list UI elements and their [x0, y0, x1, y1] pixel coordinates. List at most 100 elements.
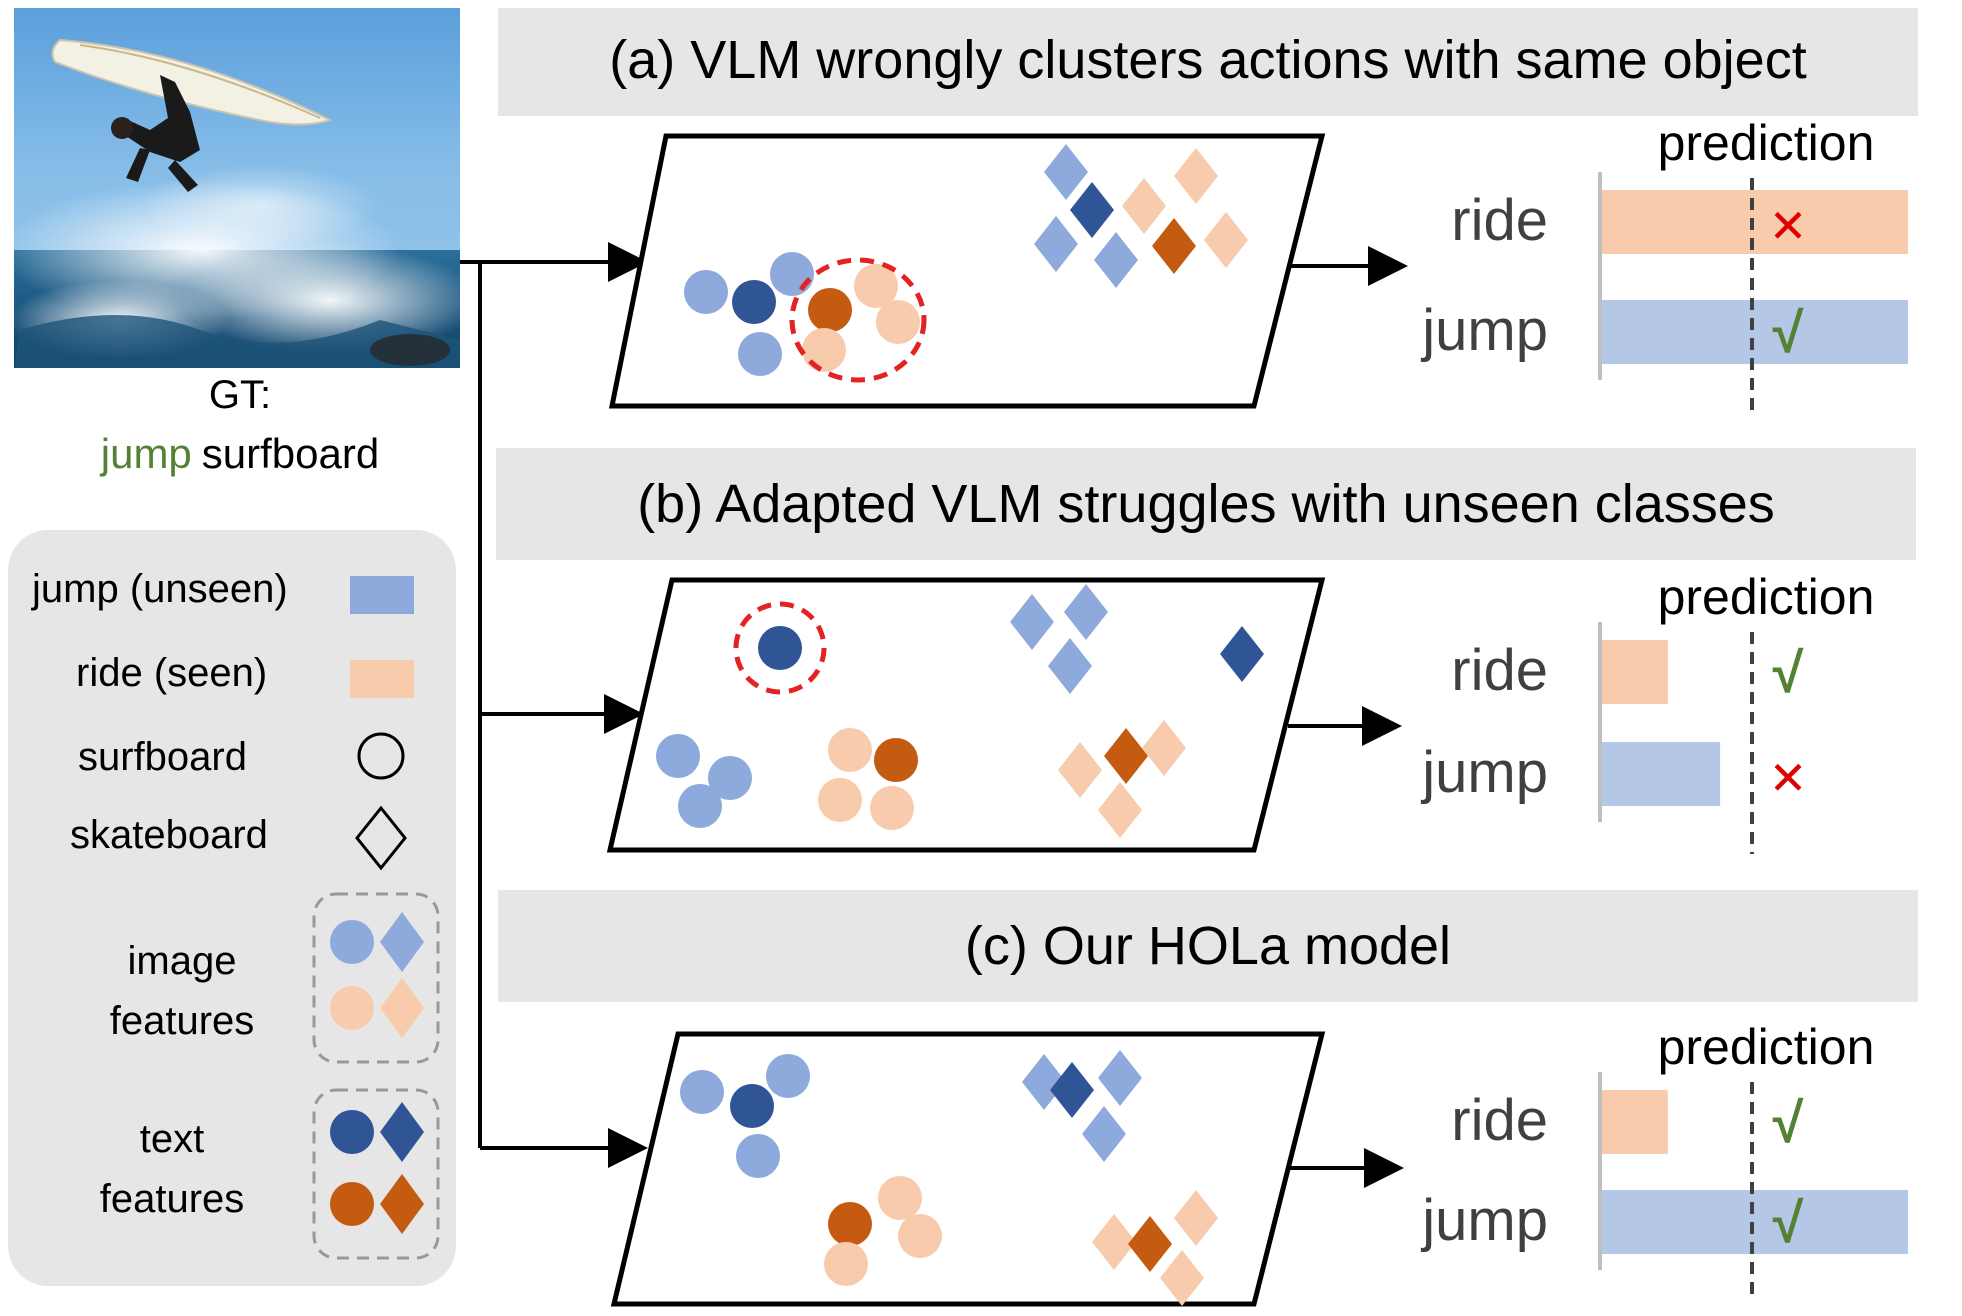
ride-text-diamond	[1128, 1216, 1172, 1272]
prediction-row-label: ride	[1451, 1088, 1548, 1153]
check-icon: √	[1773, 301, 1804, 364]
ride-image-circle	[898, 1214, 942, 1258]
prediction-bar-ride	[1600, 640, 1668, 704]
image-jump-circle	[330, 920, 374, 964]
ride-image-circle	[802, 328, 846, 372]
check-icon: √	[1773, 641, 1804, 704]
ride-image-diamond	[1204, 212, 1248, 268]
jump-image-diamond	[1010, 594, 1054, 650]
text-jump-circle	[330, 1110, 374, 1154]
ride-image-diamond	[1098, 782, 1142, 838]
jump-text-circle	[732, 280, 776, 324]
jump-image-circle	[738, 332, 782, 376]
jump-image-circle	[680, 1070, 724, 1114]
legend-text-features-line2: features	[100, 1177, 245, 1221]
ride-image-circle	[854, 264, 898, 308]
ride-image-diamond	[1174, 148, 1218, 204]
legend-image-features-line1: image	[128, 939, 237, 983]
legend-ride-swatch	[350, 660, 414, 698]
text-features-box	[312, 1088, 440, 1260]
prediction-row-label: jump	[1420, 1188, 1548, 1253]
isolated-text-highlight	[733, 601, 827, 695]
ride-image-circle	[828, 728, 872, 772]
text-ride-circle	[330, 1182, 374, 1226]
jump-text-diamond	[1220, 626, 1264, 682]
jump-image-diamond	[1048, 638, 1092, 694]
jump-image-diamond	[1034, 216, 1078, 272]
ride-text-circle	[808, 288, 852, 332]
legend-image-features-line2: features	[110, 999, 255, 1043]
ride-image-circle	[876, 300, 920, 344]
output-arrows	[1288, 246, 1408, 1188]
jump-image-circle	[656, 734, 700, 778]
jump-image-circle	[678, 784, 722, 828]
check-icon: √	[1773, 1191, 1804, 1254]
surfer-photo	[0, 8, 480, 368]
prediction-charts: predictionride✕jump√predictionride√jump✕…	[1420, 115, 1908, 1302]
image-ride-circle	[330, 986, 374, 1030]
jump-text-diamond	[1050, 1062, 1094, 1118]
panel-b-header: (b) Adapted VLM struggles with unseen cl…	[496, 448, 1916, 560]
ride-text-diamond	[1104, 728, 1148, 784]
prediction-row-label: ride	[1451, 638, 1548, 703]
prediction-row-label: ride	[1451, 188, 1548, 253]
jump-image-diamond	[1064, 584, 1108, 640]
jump-image-circle	[770, 252, 814, 296]
panel-a-title: (a) VLM wrongly clusters actions with sa…	[609, 30, 1806, 90]
connector-arrows	[460, 242, 648, 1168]
ride-image-diamond	[1092, 1214, 1136, 1270]
gt-object: surfboard	[202, 430, 379, 477]
jump-image-diamond	[1044, 144, 1088, 200]
jump-image-circle	[684, 270, 728, 314]
legend-text-features-line1: text	[140, 1117, 204, 1161]
jump-image-circle	[708, 756, 752, 800]
ride-image-diamond	[1122, 178, 1166, 234]
text-ride-diamond	[380, 1174, 424, 1234]
ride-text-circle	[874, 738, 918, 782]
ride-text-diamond	[1152, 218, 1196, 274]
prediction-bar-ride	[1600, 1090, 1668, 1154]
ride-image-circle	[878, 1176, 922, 1220]
circle-shape-icon	[357, 732, 405, 780]
panel-c-title: (c) Our HOLa model	[965, 916, 1451, 976]
jump-image-diamond	[1094, 232, 1138, 288]
legend-jump-swatch	[350, 576, 414, 614]
jump-image-diamond	[1082, 1106, 1126, 1162]
embedding-space-b	[606, 577, 1326, 853]
jump-image-circle	[766, 1054, 810, 1098]
image-ride-diamond	[380, 978, 424, 1038]
wrong-cluster-highlight	[789, 257, 927, 383]
check-icon: √	[1773, 1091, 1804, 1154]
panel-c-header: (c) Our HOLa model	[498, 890, 1918, 1002]
legend-skateboard-label: skateboard	[70, 813, 268, 857]
jump-text-circle	[758, 626, 802, 670]
jump-text-diamond	[1070, 182, 1114, 238]
prediction-label: prediction	[1658, 115, 1875, 171]
text-jump-diamond	[380, 1102, 424, 1162]
ride-image-diamond	[1160, 1250, 1204, 1306]
ride-image-diamond	[1174, 1190, 1218, 1246]
panel-b-title: (b) Adapted VLM struggles with unseen cl…	[637, 474, 1775, 534]
ride-image-circle	[824, 1242, 868, 1286]
gt-verb: jump	[99, 430, 192, 477]
jump-image-circle	[736, 1134, 780, 1178]
jump-image-diamond	[1098, 1050, 1142, 1106]
ride-image-diamond	[1058, 742, 1102, 798]
legend-surfboard-label: surfboard	[78, 735, 247, 779]
ride-image-circle	[818, 778, 862, 822]
cross-icon: ✕	[1769, 200, 1808, 252]
legend-jump-label: jump (unseen)	[31, 567, 288, 611]
prediction-bar-jump	[1600, 742, 1721, 806]
trunk-line	[460, 260, 482, 1148]
prediction-label: prediction	[1658, 569, 1875, 625]
prediction-label: prediction	[1658, 1019, 1875, 1075]
diamond-shape-icon	[355, 805, 407, 871]
image-features-box	[312, 892, 440, 1064]
ride-text-circle	[828, 1202, 872, 1246]
panel-a-header: (a) VLM wrongly clusters actions with sa…	[498, 8, 1918, 116]
jump-text-circle	[730, 1084, 774, 1128]
gt-caption-prefix: GT:	[209, 373, 271, 417]
ride-image-circle	[870, 786, 914, 830]
